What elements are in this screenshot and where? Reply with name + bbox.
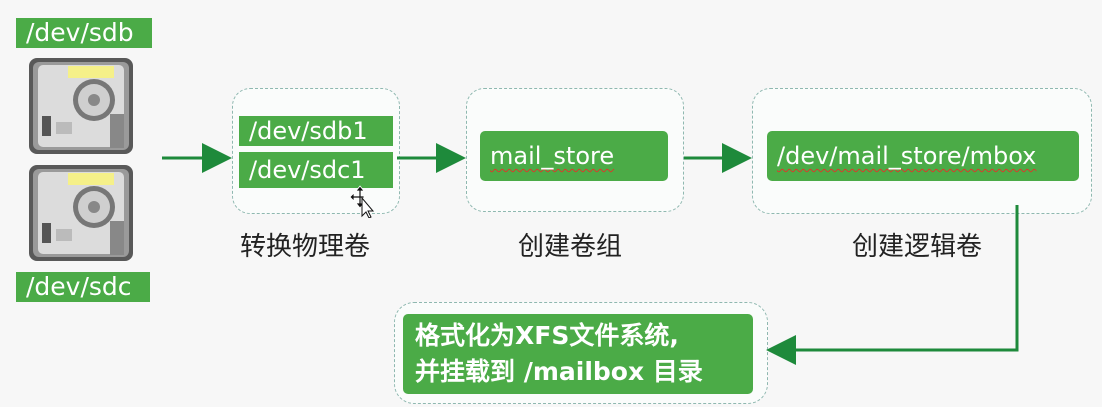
physical-volume-box: [232, 88, 400, 214]
filesystem-line-1: 格式化为XFS文件系统,: [415, 321, 679, 350]
disk-label-sdb: /dev/sdb: [16, 18, 152, 48]
physical-volume-caption: 转换物理卷: [240, 232, 371, 262]
disk-label-sdc: /dev/sdc: [16, 272, 150, 302]
hard-disk-icon: [29, 165, 133, 261]
arrow-lv-to-fs: [766, 205, 1019, 365]
logical-volume-chip: /dev/mail_store/mbox: [767, 131, 1079, 181]
physical-volume-sdb1: /dev/sdb1: [239, 116, 393, 146]
logical-volume-caption: 创建逻辑卷: [852, 232, 983, 262]
logical-volume-path: /dev/mail_store/mbox: [777, 142, 1037, 170]
filesystem-line-2: 并挂载到 /mailbox 目录: [415, 357, 703, 386]
volume-group-name: mail_store: [490, 142, 615, 170]
filesystem-chip: 格式化为XFS文件系统, 并挂载到 /mailbox 目录: [403, 314, 753, 394]
move-cursor-icon: [350, 185, 375, 218]
disk-label-sdc-text: /dev/sdc: [26, 272, 132, 301]
volume-group-chip: mail_store: [480, 131, 668, 181]
physical-volume-sdc1: /dev/sdc1: [239, 152, 393, 188]
volume-group-caption: 创建卷组: [518, 232, 623, 262]
hard-disk-icon: [29, 58, 133, 154]
